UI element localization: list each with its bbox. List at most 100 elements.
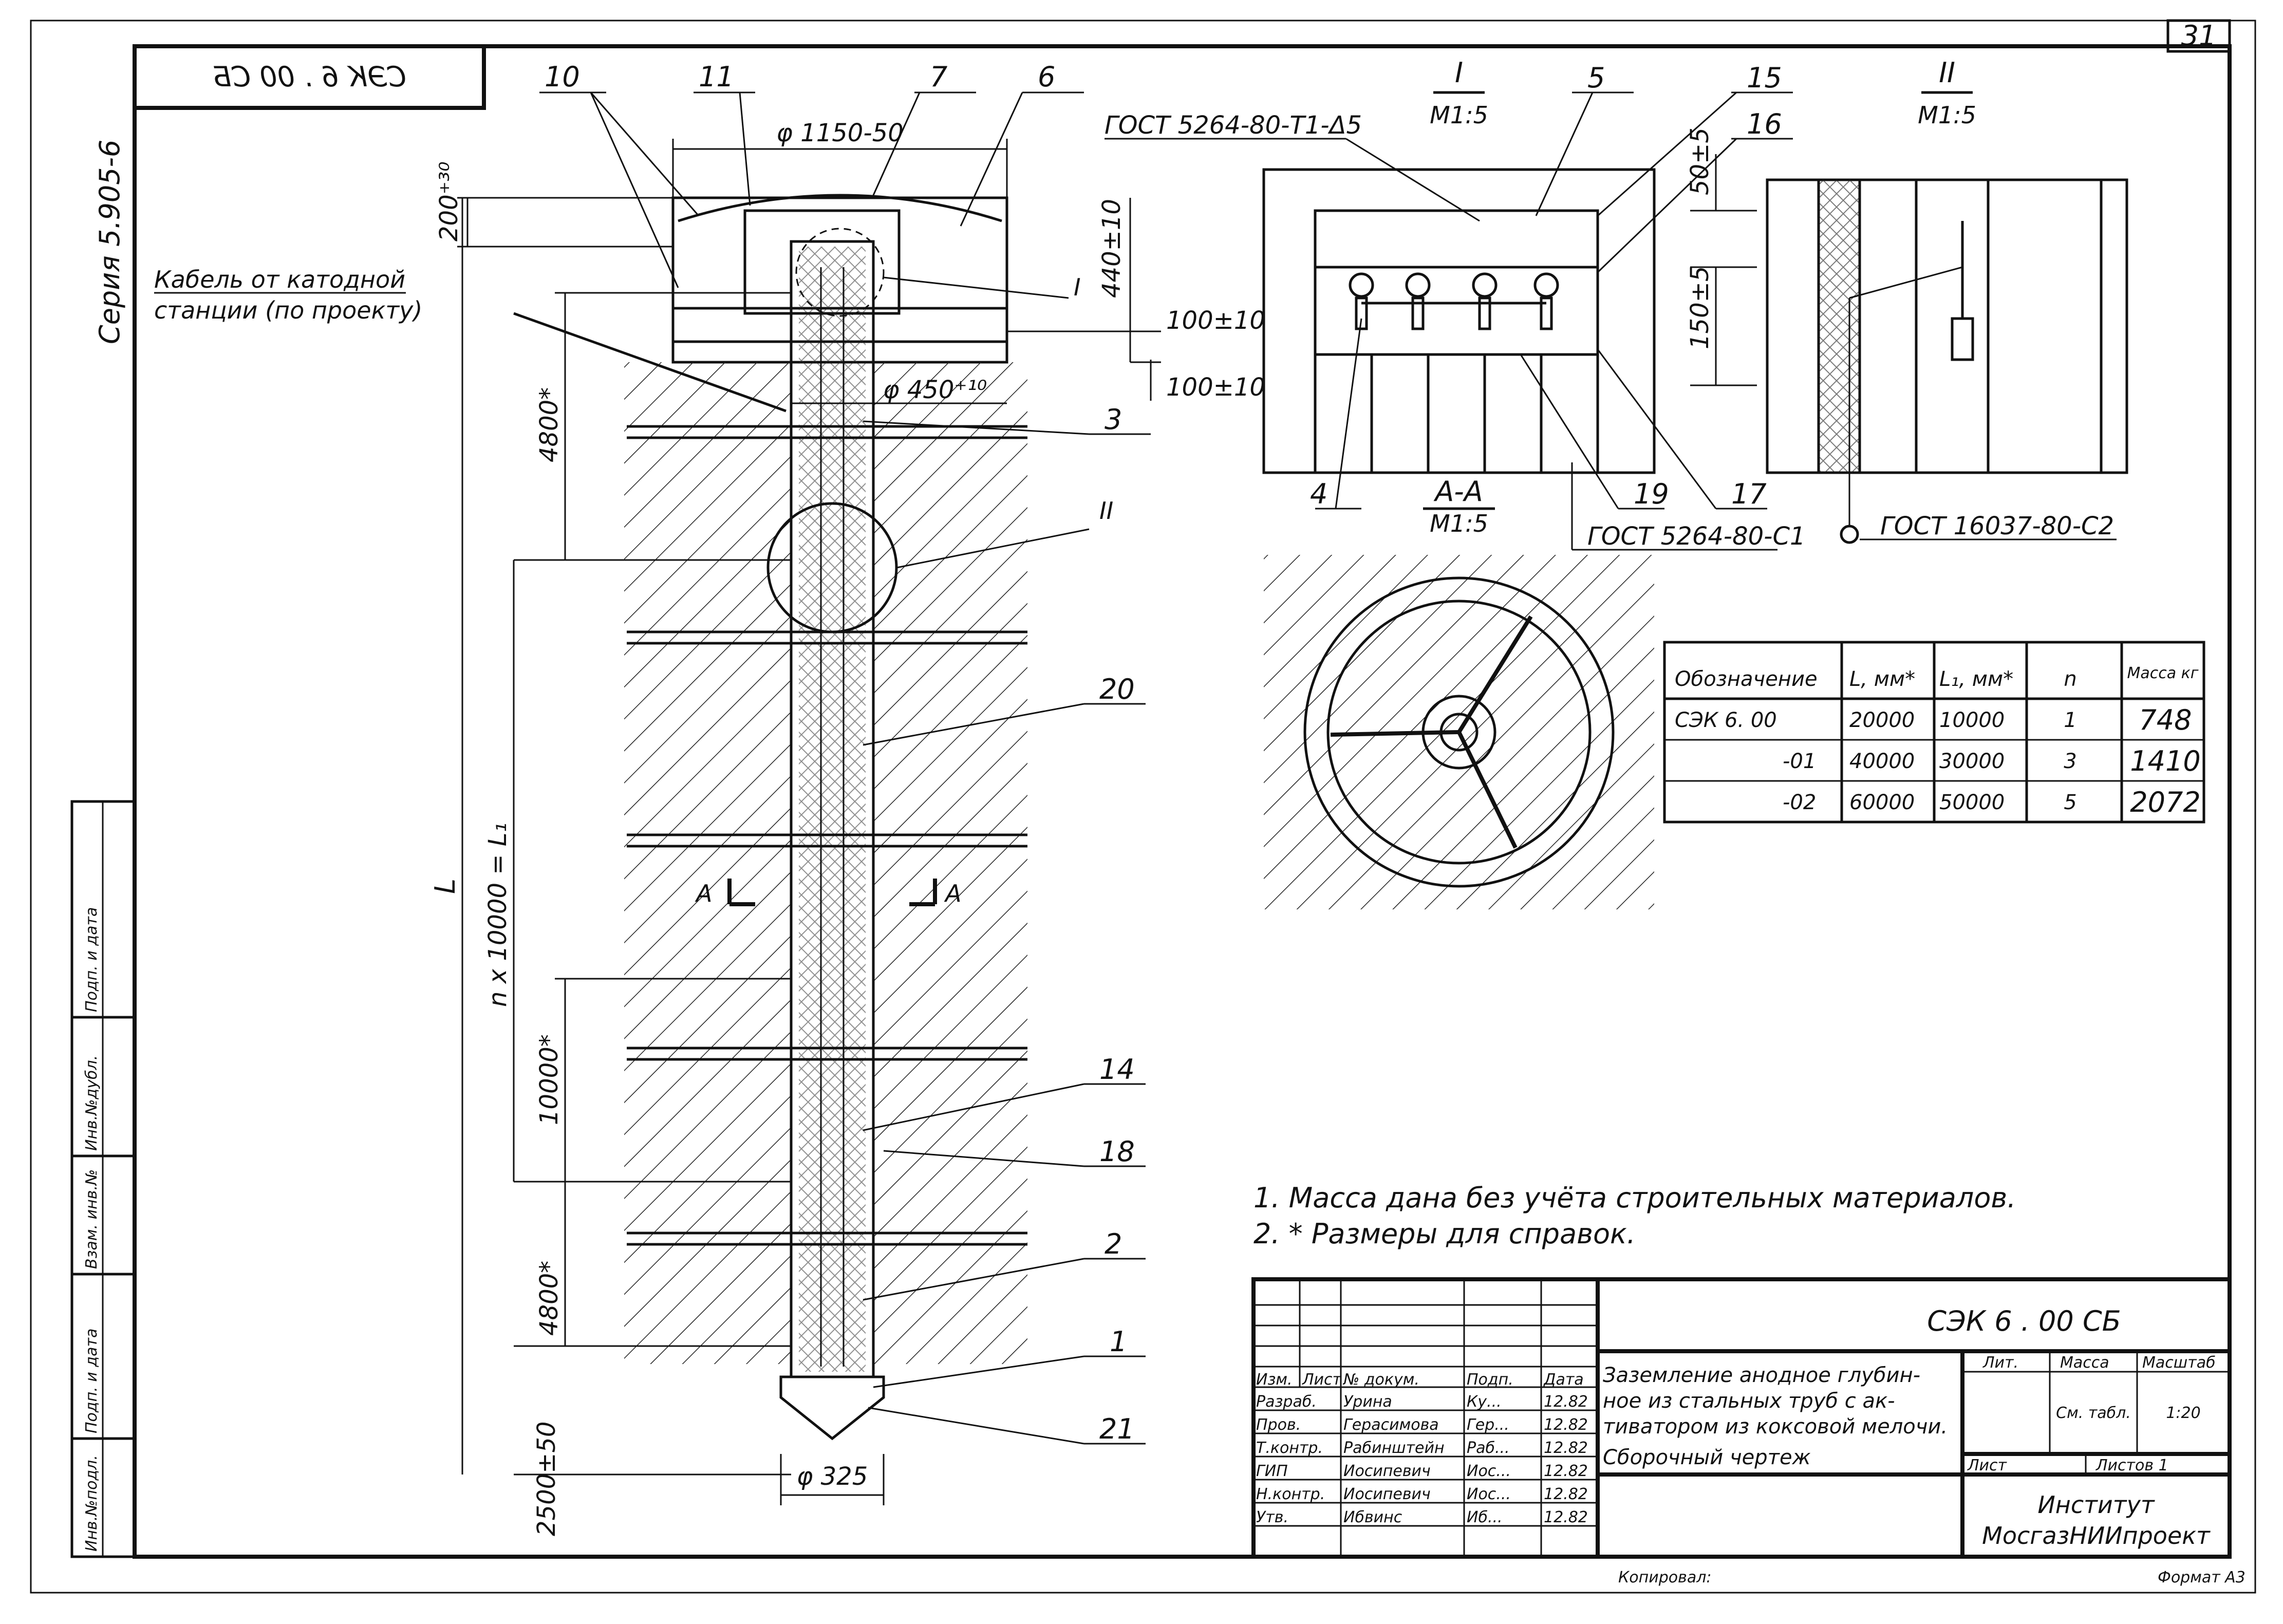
mirrored-code-box: СЭК 6 . 00 СБ bbox=[133, 44, 486, 110]
callout-1: 1 bbox=[1110, 1326, 1127, 1358]
cell-1-2: 30000 bbox=[1939, 750, 2005, 773]
tb-role-row: ГИП Иосипевич Иос... 12.82 bbox=[1256, 1462, 1588, 1480]
dim-n-x-10000: n x 10000 = L₁ bbox=[483, 823, 512, 1007]
section-mark-right: A bbox=[944, 880, 961, 907]
callout-19: 19 bbox=[1634, 478, 1669, 510]
callout-14: 14 bbox=[1099, 1053, 1135, 1086]
notes: 1. Масса дана без учёта строительных мат… bbox=[1253, 1182, 2016, 1250]
tb-name: Иосипевич bbox=[1343, 1462, 1431, 1480]
tb-name: Герасимова bbox=[1343, 1416, 1439, 1434]
dim-2500: 2500±50 bbox=[532, 1422, 561, 1536]
section-aa: A-A M1:5 ГОСТ 5264-80-С1 bbox=[1264, 462, 1806, 909]
tb-role-row: Н.контр. Иосипевич Иос... 12.82 bbox=[1256, 1485, 1588, 1503]
callout-5: 5 bbox=[1587, 62, 1605, 94]
dim-10000: 10000* bbox=[535, 1034, 564, 1125]
callout-6: 6 bbox=[1038, 61, 1055, 93]
tb-sign: Иб... bbox=[1467, 1508, 1503, 1526]
tb-title-line1: Заземление анодное глубин- bbox=[1603, 1364, 1920, 1387]
dim-100b: 100±10 bbox=[1166, 373, 1265, 402]
tb-role: Н.контр. bbox=[1256, 1485, 1325, 1503]
cell-0-4: 748 bbox=[2139, 704, 2192, 736]
cell-1-3: 3 bbox=[2064, 750, 2076, 773]
ground-left bbox=[624, 362, 791, 1364]
detail-i-mark: I bbox=[1074, 273, 1081, 301]
cell-1-4: 1410 bbox=[2130, 745, 2200, 777]
callout-21: 21 bbox=[1099, 1413, 1135, 1445]
detail-i-weld-note: ГОСТ 5264-80-Т1-Δ5 bbox=[1105, 111, 1362, 140]
callout-10: 10 bbox=[545, 61, 580, 93]
tb-sheets-label: Листов 1 bbox=[2095, 1457, 2168, 1474]
tb-role: Разраб. bbox=[1256, 1393, 1317, 1411]
tb-date: 12.82 bbox=[1544, 1439, 1588, 1457]
tb-name: Ибвинс bbox=[1343, 1508, 1402, 1526]
tb-sign: Раб... bbox=[1467, 1439, 1510, 1457]
pipe-tip bbox=[779, 1375, 885, 1441]
mirrored-code: СЭК 6 . 00 СБ bbox=[212, 61, 406, 93]
detail-ii-weld-note: ГОСТ 16037-80-С2 bbox=[1880, 512, 2114, 540]
tb-scale-label: Масштаб bbox=[2142, 1354, 2216, 1372]
tb-name: Иосипевич bbox=[1343, 1485, 1431, 1503]
table-row: -01 40000 30000 3 1410 bbox=[1783, 745, 2201, 777]
cell-0-0: СЭК 6. 00 bbox=[1675, 708, 1777, 732]
callout-18: 18 bbox=[1099, 1135, 1135, 1168]
tb-date: 12.82 bbox=[1544, 1508, 1588, 1526]
tb-sign: Иос... bbox=[1467, 1462, 1511, 1480]
dim-200: 200⁺³⁰ bbox=[435, 162, 463, 241]
ground-right bbox=[873, 362, 1027, 1364]
format-label: Формат А3 bbox=[2158, 1569, 2245, 1586]
tb-lit-label: Лит. bbox=[1982, 1354, 2018, 1372]
tb-title-line3: тиватором из коксовой мелочи. bbox=[1603, 1415, 1948, 1439]
dim-diameter-bottom: φ 325 bbox=[797, 1462, 868, 1491]
dim-440: 440±10 bbox=[1097, 199, 1126, 298]
dim-diameter-inner: φ 450⁺¹⁰ bbox=[883, 376, 987, 404]
section-mark-left: A bbox=[695, 880, 712, 907]
title-block: Изм. Лист № докум. Подп. Дата Разраб. Ур… bbox=[1251, 1277, 2232, 1559]
tb-h-data: Дата bbox=[1543, 1371, 1584, 1389]
tb-role-row: Пров. Герасимова Гер... 12.82 bbox=[1256, 1416, 1588, 1434]
th-l: L, мм* bbox=[1849, 667, 1915, 691]
tb-org-line2: МосгазНИИпроект bbox=[1982, 1522, 2211, 1550]
detail-i-title: I bbox=[1455, 57, 1463, 89]
detail-ii-title: II bbox=[1939, 57, 1955, 89]
tb-org-line1: Институт bbox=[2037, 1491, 2155, 1519]
callout-7: 7 bbox=[930, 61, 947, 93]
th-designation: Обозначение bbox=[1675, 667, 1818, 691]
tb-role-row: Т.контр. Рабинштейн Раб... 12.82 bbox=[1256, 1439, 1588, 1457]
tb-title-line2: ное из стальных труб с ак- bbox=[1603, 1389, 1895, 1413]
copied-label: Копировал: bbox=[1618, 1569, 1712, 1586]
tb-sign: Иос... bbox=[1467, 1485, 1511, 1503]
callout-15: 15 bbox=[1747, 62, 1782, 94]
stamp-podp-data-2: Подп. и дата bbox=[83, 907, 101, 1012]
callout-2: 2 bbox=[1105, 1228, 1122, 1260]
tb-scale-value: 1:20 bbox=[2166, 1404, 2200, 1422]
dim-4800-bottom: 4800* bbox=[535, 1261, 564, 1336]
detail-i: I M1:5 ГОСТ 5264-80-Т1-Δ5 50±5 150±5 bbox=[1105, 57, 1793, 510]
tb-date: 12.82 bbox=[1544, 1393, 1588, 1411]
detail-i-scale: M1:5 bbox=[1430, 101, 1488, 129]
cell-2-1: 60000 bbox=[1849, 791, 1915, 814]
tb-role-row: Разраб. Урина Ку... 12.82 bbox=[1256, 1393, 1588, 1411]
spec-table: Обозначение L, мм* L₁, мм* n Масса кг СЭ… bbox=[1663, 641, 2205, 824]
stamp-inv-dubl: Инв.№дубл. bbox=[83, 1055, 101, 1151]
cell-2-2: 50000 bbox=[1939, 791, 2005, 814]
cell-2-0: -02 bbox=[1783, 791, 1816, 814]
callout-4: 4 bbox=[1310, 478, 1327, 510]
tb-h-dok: № докум. bbox=[1342, 1371, 1419, 1389]
stamp-inv-podl: Инв.№подл. bbox=[83, 1455, 101, 1552]
section-aa-title: A-A bbox=[1433, 475, 1483, 508]
tb-name: Урина bbox=[1343, 1393, 1392, 1411]
callout-16: 16 bbox=[1747, 108, 1782, 140]
cell-2-3: 5 bbox=[2064, 791, 2076, 814]
tb-role: Пров. bbox=[1256, 1416, 1301, 1434]
cell-2-4: 2072 bbox=[2130, 786, 2200, 818]
detail-ii-scale: M1:5 bbox=[1918, 101, 1976, 129]
callout-11: 11 bbox=[699, 61, 734, 93]
tb-sign: Ку... bbox=[1467, 1393, 1502, 1411]
dim-4800-top: 4800* bbox=[535, 387, 564, 462]
dim-total-l: L bbox=[429, 879, 461, 894]
note-2: 2. * Размеры для справок. bbox=[1253, 1218, 1636, 1250]
dim-diameter-top: φ 1150-50 bbox=[776, 119, 903, 147]
cell-1-0: -01 bbox=[1783, 750, 1816, 773]
cable-label-2: станции (по проекту) bbox=[154, 296, 422, 324]
